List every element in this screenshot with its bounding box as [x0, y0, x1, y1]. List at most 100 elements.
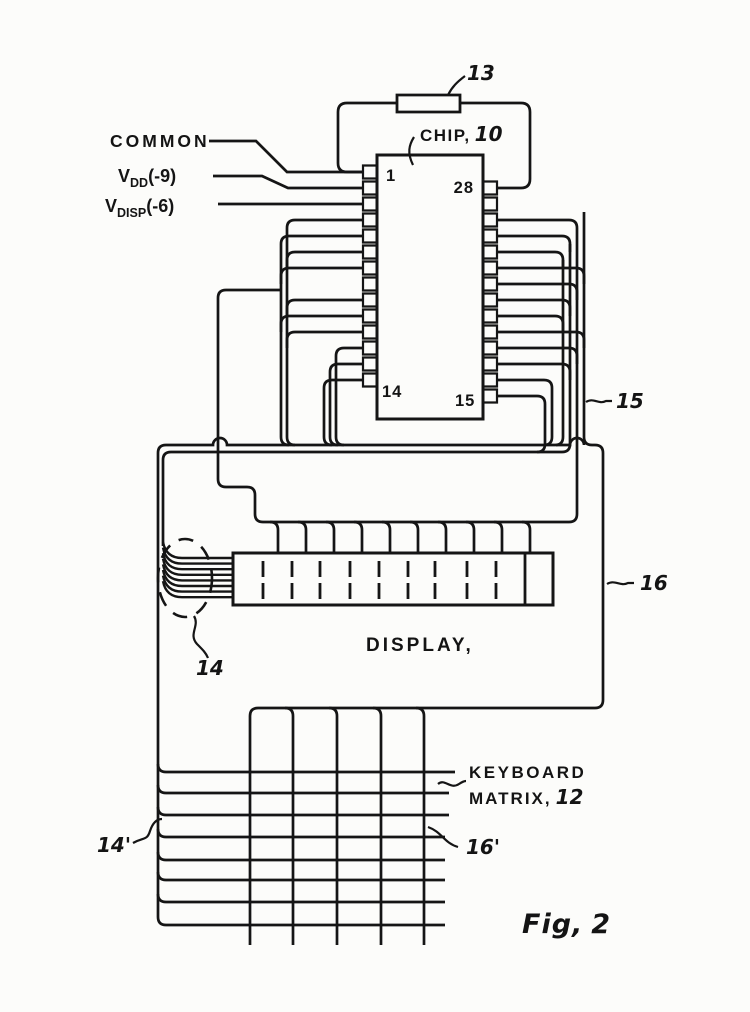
- chip-pin: [483, 310, 497, 323]
- keyboard-column-line: [373, 708, 381, 945]
- vdd-sub: DD: [130, 176, 148, 190]
- chip-pin: [363, 294, 377, 307]
- keyboard-ref: 12: [556, 785, 584, 809]
- keyboard-column-line: [416, 708, 424, 945]
- display-top-lead: [354, 522, 362, 553]
- chip-label-leader: [409, 137, 414, 165]
- keyboard-row-line: [158, 764, 455, 772]
- keyboard-row-line: [158, 785, 449, 793]
- display-top-lead: [438, 522, 446, 553]
- chip-pin: [483, 390, 497, 403]
- common-label: COMMON: [110, 131, 210, 151]
- display-top-lead: [410, 522, 418, 553]
- chip-pin: [483, 198, 497, 211]
- chip-pin: [363, 230, 377, 243]
- chip-pin: [483, 246, 497, 259]
- keyboard-label-line2: MATRIX,12: [469, 785, 583, 809]
- cable-ref-leader: [194, 616, 208, 658]
- pin-number-28: 28: [454, 179, 474, 197]
- display-label: DISPLAY,: [366, 635, 474, 656]
- crystal-loop-right: [460, 103, 530, 188]
- display-cable-line: [163, 581, 233, 597]
- keyboard-column-line: [285, 708, 293, 945]
- chip-pin: [483, 294, 497, 307]
- keyboard-label-text: MATRIX,: [469, 789, 552, 808]
- right-pin-wire: [497, 348, 577, 364]
- chip-pin: [363, 246, 377, 259]
- ref15-leader: [586, 400, 612, 402]
- figure-caption-number: 2: [591, 909, 611, 940]
- display-top-lead: [466, 522, 474, 553]
- right-pin-wire: [497, 316, 563, 332]
- keyboard-column-line: [329, 708, 337, 945]
- outer-line-16: [250, 212, 603, 945]
- display-body: [233, 553, 553, 605]
- common-line: [209, 141, 363, 172]
- display-cable-line: [163, 564, 233, 580]
- chip-pin: [363, 310, 377, 323]
- pin-number-14: 14: [382, 383, 402, 401]
- left-lower-wire: [336, 348, 363, 445]
- left-pin-wire: [287, 332, 363, 348]
- display-top-lead: [522, 522, 530, 553]
- chip-pin: [363, 358, 377, 371]
- display-cable-line: [163, 576, 233, 592]
- vdisp-label: VDISP(-6): [105, 196, 174, 220]
- chip-pin: [363, 166, 377, 179]
- chip-pin: [483, 358, 497, 371]
- left-pin-wire: [287, 300, 363, 316]
- chip-pin: [363, 374, 377, 387]
- crystal-ref: 13: [467, 61, 495, 85]
- chip-pin: [483, 342, 497, 355]
- segment-bus-line: [218, 220, 577, 522]
- pin-number-1: 1: [386, 167, 396, 185]
- crystal-loop-left: [338, 103, 397, 172]
- chip-pin: [363, 342, 377, 355]
- chip-pin: [483, 230, 497, 243]
- pin16-wire: [497, 380, 552, 445]
- wiring: [133, 76, 634, 945]
- chip-ref: 10: [475, 122, 503, 146]
- display-cable-line: [163, 559, 233, 575]
- chip-pin: [363, 326, 377, 339]
- display-top-lead: [270, 522, 278, 553]
- chip-label-text: CHIP,: [420, 126, 471, 145]
- ref-14: 14: [196, 656, 224, 680]
- labels: COMMON VDD(-9) VDISP(-6) CHIP,10 13 1 28…: [97, 61, 668, 940]
- vdd-val: (-9): [148, 166, 176, 186]
- display-top-lead: [494, 522, 502, 553]
- chip-pin: [363, 182, 377, 195]
- keyboard-leader: [438, 781, 466, 786]
- ref-16-prime: 16': [466, 835, 500, 859]
- vdisp-base: V: [105, 196, 117, 216]
- chip-pin: [483, 374, 497, 387]
- display-cable-line: [163, 553, 233, 569]
- chip-pin: [483, 278, 497, 291]
- figure-caption-label: Fig,: [522, 909, 583, 940]
- cable-ellipse: [158, 539, 212, 617]
- right-pin-wire: [497, 364, 570, 380]
- chip-pin: [483, 326, 497, 339]
- figure-caption: Fig, 2: [522, 909, 611, 940]
- chip-label: CHIP,10: [420, 122, 503, 146]
- right-pin-wire: [497, 268, 584, 284]
- jog-link: [556, 438, 584, 445]
- chip-pin: [363, 262, 377, 275]
- keyboard-row-line: [158, 852, 445, 860]
- pin15-wire: [497, 396, 545, 452]
- right-pin-wire: [497, 252, 563, 268]
- vdd-base: V: [118, 166, 130, 186]
- chip-pin: [363, 214, 377, 227]
- display-cable-line: [163, 548, 233, 564]
- chip-pin: [483, 214, 497, 227]
- ref14p-leader: [133, 819, 162, 843]
- display-top-lead: [382, 522, 390, 553]
- cross-line-2: [163, 244, 570, 546]
- vdisp-val: (-6): [146, 196, 174, 216]
- vdd-line: [213, 176, 363, 188]
- display-top-lead: [298, 522, 306, 553]
- keyboard-label-line1: KEYBOARD: [469, 763, 586, 782]
- display-cable-line: [163, 570, 233, 586]
- display-top-lead: [326, 522, 334, 553]
